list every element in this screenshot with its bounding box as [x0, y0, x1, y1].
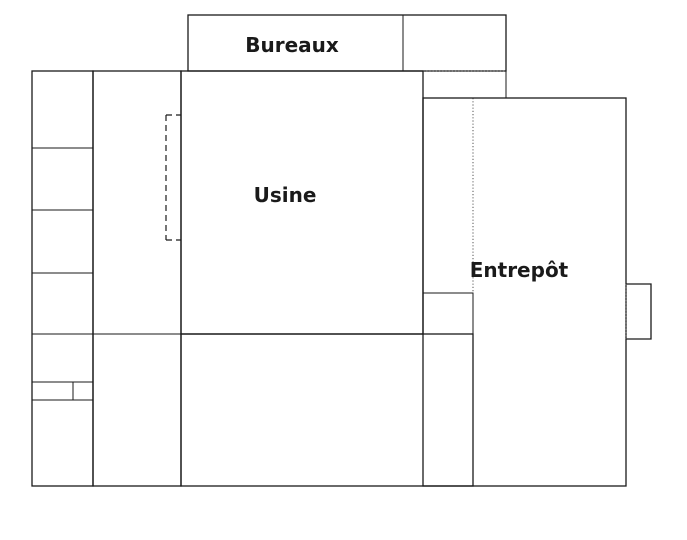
left-column: [31, 70, 94, 487]
entrepot-outline: [422, 97, 627, 487]
lower-partition: [423, 292, 474, 486]
left-column-outline: [31, 70, 94, 487]
lower-area: [180, 98, 474, 487]
bureaux-label: Bureaux: [245, 33, 339, 57]
entrepot-label: Entrepôt: [470, 258, 569, 282]
door-opening: [165, 114, 181, 241]
entrepot-annex: [626, 283, 652, 340]
usine-label: Usine: [254, 183, 317, 207]
entrepot-block: [422, 97, 652, 487]
corridor-outline: [92, 70, 182, 487]
bureaux-block: [187, 14, 507, 98]
corridor: [92, 70, 182, 487]
bureaux-outline: [187, 14, 507, 72]
lower-room-outline: [180, 333, 474, 487]
